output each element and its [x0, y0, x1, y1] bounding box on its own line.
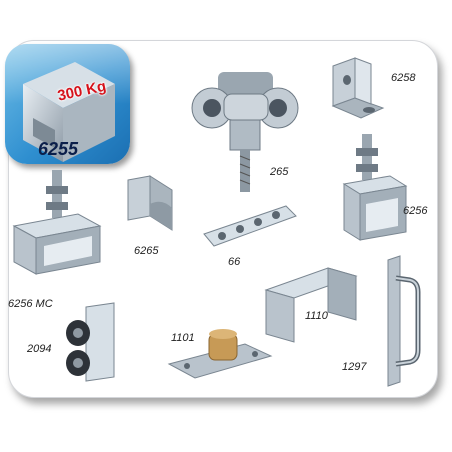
label-6265: 6265: [134, 245, 159, 257]
product-6255-code: 6255: [38, 139, 79, 159]
label-1101: 1101: [171, 332, 195, 344]
label-66: 66: [228, 256, 241, 268]
clip-6265-image[interactable]: [120, 175, 180, 232]
label-6256mc: 6256 MC: [8, 298, 53, 310]
trolley-265-image[interactable]: [190, 72, 305, 192]
track-profile-icon: [23, 62, 115, 162]
label-1110: 1110: [305, 310, 328, 322]
bracket-6258-image[interactable]: [325, 57, 385, 120]
hanger-6256mc-image[interactable]: [8, 170, 108, 278]
guide-2094-image[interactable]: [62, 302, 122, 383]
label-6258: 6258: [391, 72, 416, 84]
label-6256: 6256: [403, 205, 428, 217]
label-1297: 1297: [342, 361, 367, 373]
label-2094: 2094: [27, 343, 52, 355]
handle-1297-image[interactable]: [382, 255, 422, 387]
channel-1110-image[interactable]: [262, 267, 362, 344]
label-265: 265: [270, 166, 289, 178]
floor-guide-1101-image[interactable]: [165, 322, 275, 382]
product-6255-panel[interactable]: [5, 44, 130, 164]
hanger-6256-image[interactable]: [340, 134, 410, 242]
plate-66-image[interactable]: [200, 204, 300, 250]
